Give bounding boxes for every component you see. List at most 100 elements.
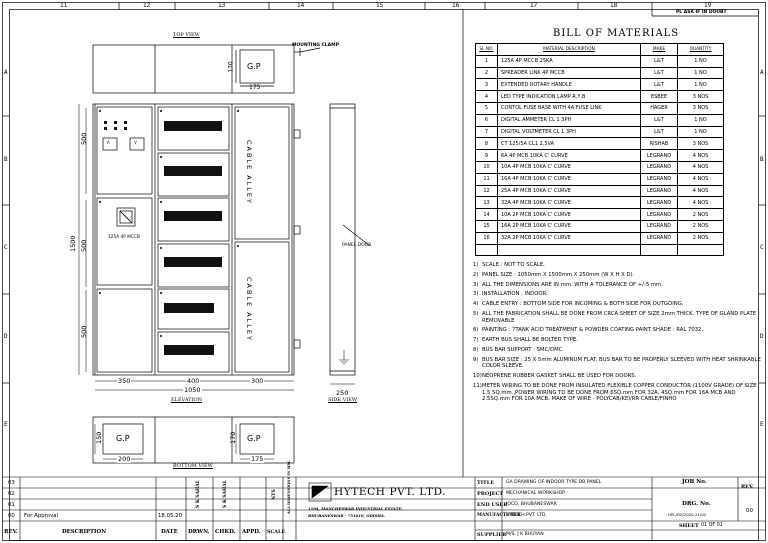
bom-cell-quantity: 4 NOS xyxy=(677,172,724,186)
bom-cell-slno: 5 xyxy=(475,101,498,115)
notes-list: 1)SCALE : NOT TO SCALE.2)PANEL SIZE : 10… xyxy=(473,262,765,406)
bom-cell-description: 32A 2P MCB 10KA C' CURVE xyxy=(497,231,641,245)
note-item: 10)NEOPRENE RUBBER GASKET SHALL BE USED … xyxy=(473,373,765,380)
bom-row xyxy=(475,243,724,257)
col-label: 12 xyxy=(143,2,151,9)
column-ticks xyxy=(118,2,653,10)
note-number: 5) xyxy=(473,310,479,317)
company-address-2: BHUBANESWAR - 751010, ODISHA. xyxy=(308,513,386,518)
note-item: 2)PANEL SIZE : 1050mm X 1500mm X 250mm (… xyxy=(473,272,765,279)
note-number: 11) xyxy=(473,382,482,389)
bom-cell-quantity: 1 NO xyxy=(677,66,724,80)
header-description: DESCRIPTION xyxy=(62,529,107,535)
row-ticks xyxy=(2,115,766,384)
dimension-lines xyxy=(78,104,355,460)
note-text: ALL THE FABRICATION SHALL BE DONE FROM C… xyxy=(482,310,760,324)
note-text: EARTH BUS SHALL BE BOLTED TYPE. xyxy=(482,337,578,344)
dim-250: 250 xyxy=(336,389,349,397)
row-label: E xyxy=(4,421,8,428)
side-view xyxy=(329,103,371,376)
field-supplier-value: M/S. J K BHUYAN xyxy=(506,532,544,537)
gp-label-top: G.P xyxy=(247,62,261,71)
col-label: 18 xyxy=(610,2,618,9)
sheet-label: SHEET xyxy=(679,523,699,529)
bom-cell-make: LEGRAND xyxy=(640,219,678,233)
header-scale: SCALE xyxy=(267,529,286,535)
panel-door-label: PANEL DOOR xyxy=(342,243,372,248)
ammeter-label: A xyxy=(107,140,110,145)
top-view-label: TOP VIEW xyxy=(173,32,200,38)
elevation-frame xyxy=(92,103,301,376)
bom-header-make: MAKE xyxy=(640,43,678,56)
field-title-label: TITLE xyxy=(477,480,495,486)
bom-table: SL NO. MATERIAL DESCRIPTION MAKE QUANTIT… xyxy=(475,43,724,257)
bom-cell-slno: 16 xyxy=(475,231,498,245)
bom-cell-make: LEGRAND xyxy=(640,196,678,210)
rev-02: 02 xyxy=(8,491,15,497)
dim-bottom-150: 150 xyxy=(95,431,103,444)
corner-note: PL ASK IF IN DOUBT xyxy=(676,10,727,15)
bom-cell-description: CONTOL FUSE BASE WITH 4A FUSE LINK xyxy=(497,101,641,115)
field-supplier-label: SUPPLIER xyxy=(477,532,507,538)
field-project-value: MECHANICAL WORKSHOP xyxy=(506,491,565,496)
mccb-label: 125A 4P MCCB xyxy=(108,235,140,240)
row-label: B xyxy=(760,156,764,163)
bom-header-row: SL NO. MATERIAL DESCRIPTION MAKE QUANTIT… xyxy=(475,43,724,56)
bottom-view-label: BOTTOM VIEW xyxy=(173,463,213,469)
bom-cell-description: 16A 4P MCB 10KA C' CURVE xyxy=(497,172,641,186)
bom-cell-make: L&T xyxy=(640,54,678,68)
note-number: 10) xyxy=(473,373,482,380)
bom-cell-quantity: 3 NOS xyxy=(677,137,724,151)
dimensions-note: ALL DIMENSIONS IN MM. xyxy=(287,460,291,514)
bom-cell-slno xyxy=(475,243,498,257)
note-item: 8)BUS BAR SUPPORT : SMC/DMC. xyxy=(473,347,765,354)
rev-01: 01 xyxy=(8,502,15,508)
note-text: BUS BAR SUPPORT : SMC/DMC. xyxy=(482,346,565,353)
dim-bottom-170: 170 xyxy=(229,431,237,444)
note-number: 8) xyxy=(473,346,479,353)
bom-cell-make: L&T xyxy=(640,78,678,92)
col-label: 13 xyxy=(218,2,226,9)
bom-cell-slno: 8 xyxy=(475,137,498,151)
dim-350: 350 xyxy=(117,377,132,385)
field-enduser-label: END USER xyxy=(477,502,508,508)
col-label: 15 xyxy=(376,2,384,9)
dim-500-mid: 500 xyxy=(80,239,88,252)
header-date: DATE xyxy=(161,529,178,535)
rev-label: REV. xyxy=(741,484,754,490)
row-label: B xyxy=(4,156,8,163)
row-label: D xyxy=(760,333,764,340)
gp-label-bottom-right: G.P xyxy=(247,434,261,443)
checked-by: S K SAHAL xyxy=(223,480,228,508)
dim-500-top: 500 xyxy=(80,132,88,145)
note-text: PANEL SIZE : 1050mm X 1500mm X 250mm (W … xyxy=(482,271,635,278)
job-no-label: JOB No. xyxy=(682,479,707,485)
bottom-view xyxy=(92,416,295,464)
bom-cell-make: L&T xyxy=(640,66,678,80)
bom-cell-slno: 2 xyxy=(475,66,498,80)
col-label: 19 xyxy=(704,2,712,9)
note-number: 2) xyxy=(473,271,479,278)
bom-cell-make: ESBEE xyxy=(640,90,678,103)
note-number: 4) xyxy=(473,301,479,308)
bom-cell-slno: 9 xyxy=(475,149,498,162)
bom-cell-description: 125A 4P MCCB 25KA xyxy=(497,54,641,68)
bom-cell-quantity: 4 NOS xyxy=(677,196,724,210)
company-address-1: 1104, MANCHESWAR INDUSTRIAL ESTATE, xyxy=(308,506,403,511)
bom-cell-slno: 12 xyxy=(475,184,498,198)
note-number: 3) xyxy=(473,281,479,288)
bom-cell-make: LEGRAND xyxy=(640,231,678,245)
row-label: D xyxy=(4,333,8,340)
gp-label-bottom-left: G.P xyxy=(116,434,130,443)
bom-cell-make: LEGRAND xyxy=(640,172,678,186)
row-label: A xyxy=(4,69,8,76)
note-number: 1) xyxy=(473,262,479,268)
note-text: ALL THE DIMENSIONS ARE IN mm. WITH A TOL… xyxy=(482,281,663,288)
header-drwn: DRWN. xyxy=(188,529,210,535)
